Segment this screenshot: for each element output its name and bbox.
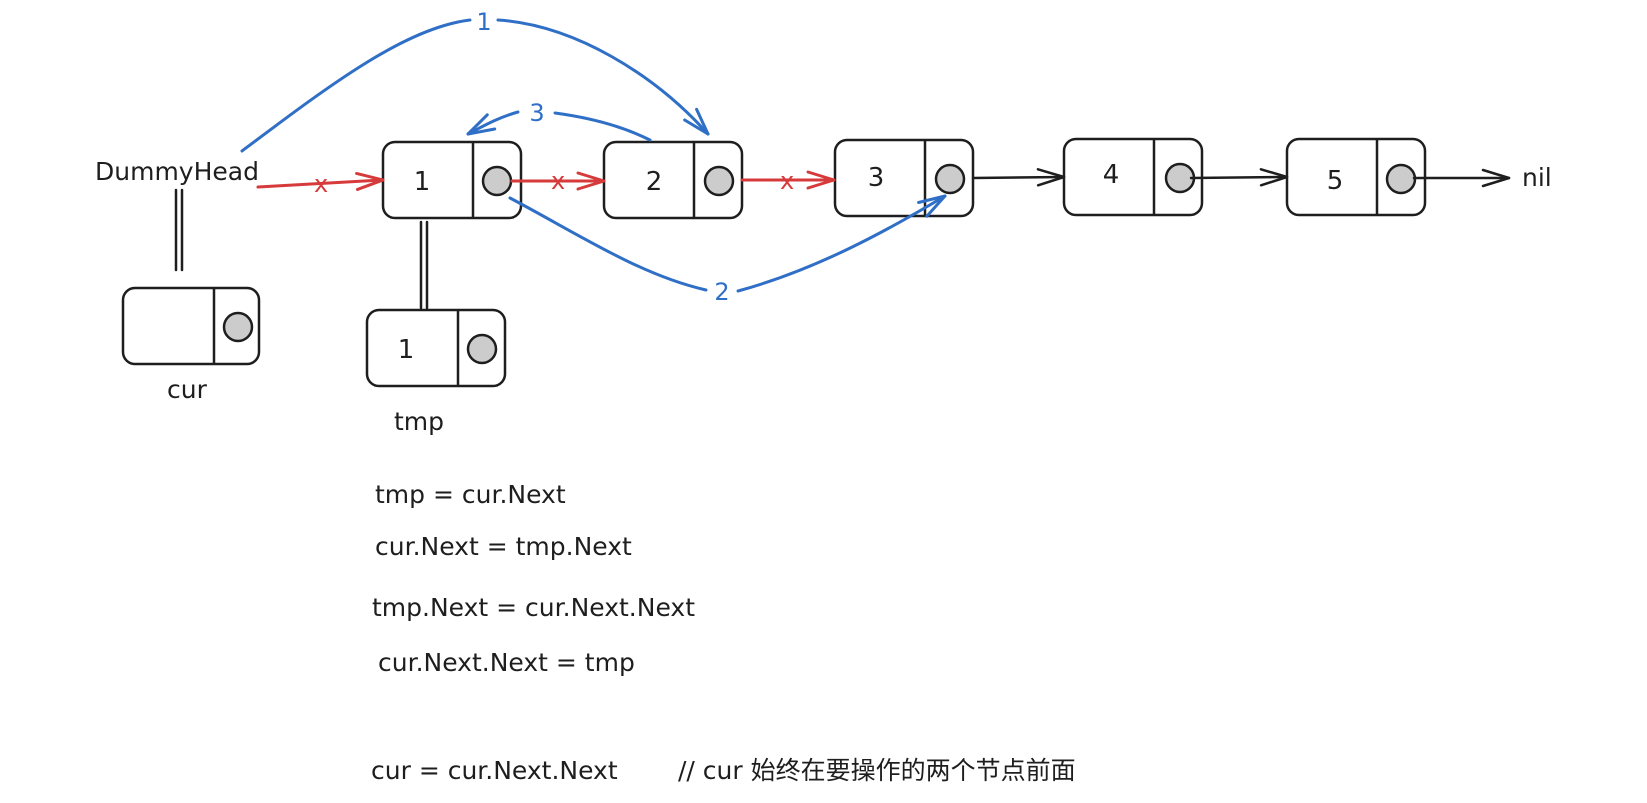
tmp-node-box [365,308,507,388]
code-line-1: tmp = cur.Next [375,480,566,509]
code-line-4: cur.Next.Next = tmp [378,648,635,677]
list-node-1: 1 [381,140,523,220]
list-node-2-value: 2 [646,167,663,197]
tmp-node: 1 [365,220,507,388]
list-node-1-value: 1 [414,167,431,197]
step1-label: 1 [476,8,491,36]
list-node-2: 2 [602,140,744,220]
cur-node [121,188,261,366]
cur-pointer-dot [222,311,254,343]
link-3-to-4 [971,168,1066,187]
code-line-3: tmp.Next = cur.Next.Next [372,593,695,622]
list-node-3: 3 [833,138,975,218]
list-node-2-pointer-dot [703,165,735,197]
step2-label: 2 [714,278,729,306]
dummy-head-label: DummyHead [95,157,259,186]
list-node-5-value: 5 [1327,166,1344,196]
list-node-1-pointer-dot [481,165,513,197]
code-comment: // cur 始终在要操作的两个节点前面 [678,756,1076,785]
link-4-to-5 [1189,168,1289,187]
removed-link-dummy-to-1 [256,171,385,191]
code-line-5: cur = cur.Next.Next [371,756,618,785]
new-link-step1-dummy-to-2 [240,18,708,151]
nil-label: nil [1522,163,1552,192]
new-link-step2-1-to-3 [508,196,945,293]
list-node-5-pointer-dot [1385,163,1417,195]
tmp-pointer-dot [466,333,498,365]
list-node-4: 4 [1062,137,1204,217]
list-node-5: 5 [1285,137,1427,217]
removed-marker-3: x [780,167,794,195]
cur-label: cur [167,375,208,404]
cur-node-box [121,286,261,366]
removed-marker-2: x [551,167,565,195]
tmp-node-value: 1 [398,335,415,365]
list-node-4-value: 4 [1103,160,1120,190]
list-node-3-pointer-dot [934,163,966,195]
code-line-2: cur.Next = tmp.Next [375,532,632,561]
new-link-step3-2-to-1 [468,112,652,140]
removed-marker-1: x [314,170,328,198]
step3-label: 3 [529,99,544,127]
list-node-3-value: 3 [868,163,885,193]
tmp-label: tmp [394,407,444,436]
